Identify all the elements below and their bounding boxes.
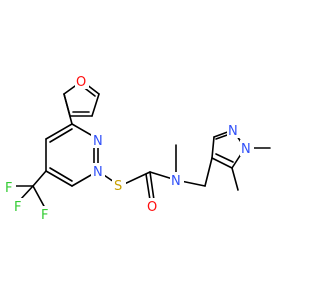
atom-labels: O N N S O N N N F F F [4,73,254,223]
atom-N-pyr-bot: N [93,165,103,180]
molecule-canvas: O N N S O N N N F F F [4,73,271,223]
pyrimidine-ring [45,123,99,187]
atom-F3: F [41,208,48,223]
atom-O-furan: O [76,75,86,90]
pyrazole-ring [211,129,271,191]
atom-F2: F [14,200,21,215]
atom-N-pz1: N [241,142,251,157]
atom-N-amide: N [171,174,181,189]
molecule-structure: O N N S O N N N F F F [4,73,271,223]
trifluoromethyl-group [12,170,47,209]
atom-O-carbonyl: O [147,200,157,215]
thioacetamide-chain [97,170,177,201]
bond-furan-pyrimidine [63,93,73,125]
atom-S: S [114,179,122,194]
atom-N-pz2: N [228,124,238,139]
atom-F1: F [5,181,12,196]
atom-N-pyr-top: N [93,134,103,149]
